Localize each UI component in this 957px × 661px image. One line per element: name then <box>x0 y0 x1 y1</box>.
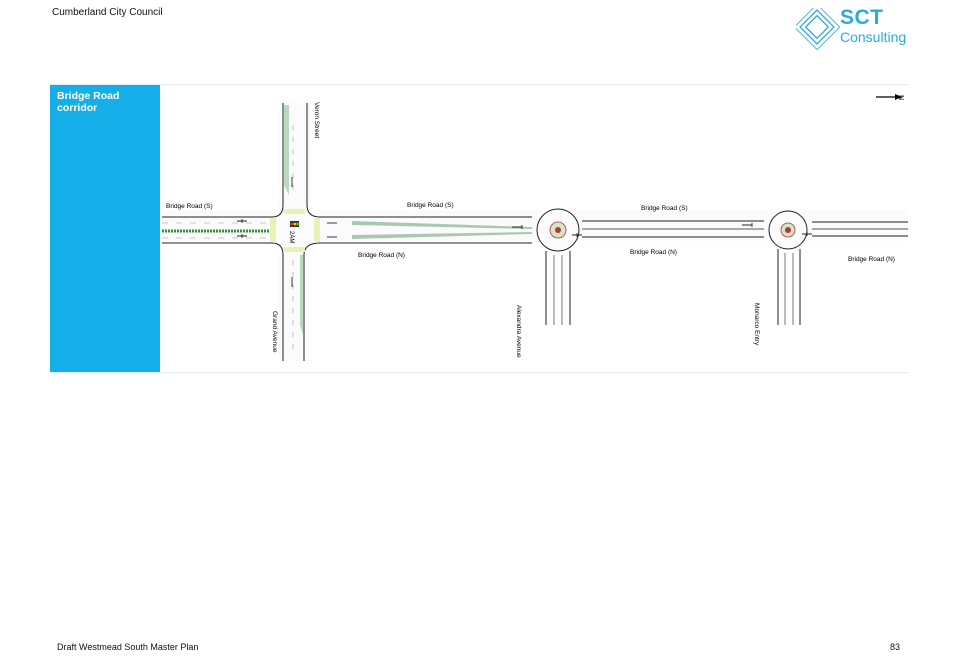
label-bridge-road-n-2: Bridge Road (N) <box>630 249 677 256</box>
logo-primary-text: SCT <box>840 6 884 29</box>
panel-sidebar: Bridge Road corridor <box>50 85 160 372</box>
label-bridge-road-n-3: Bridge Road (N) <box>848 256 895 263</box>
north-label: N <box>897 95 904 100</box>
label-bridge-road-s-1: Bridge Road (S) <box>166 203 213 210</box>
corridor-panel: Bridge Road corridor N <box>50 84 908 373</box>
label-alexandra-avenue: Alexandra Avenue <box>515 305 522 358</box>
sct-logo: SCT Consulting <box>793 3 916 51</box>
label-bridge-road-s-3: Bridge Road (S) <box>641 205 688 212</box>
header-organisation: Cumberland City Council <box>52 7 163 18</box>
panel-title: Bridge Road corridor <box>57 90 120 114</box>
intersection-mark: 2AM <box>288 231 294 243</box>
label-bridge-road-s-2: Bridge Road (S) <box>407 202 454 209</box>
north-arrow-icon <box>876 94 902 100</box>
logo-secondary-text: Consulting <box>840 29 907 45</box>
label-grand-avenue: Grand Avenue <box>271 311 278 353</box>
label-monarco-entry: Monarco Entry <box>753 303 760 346</box>
footer-page-number: 83 <box>890 642 901 652</box>
corridor-map: N 2AM <box>162 94 908 361</box>
diamond-logo-icon <box>793 3 841 51</box>
footer-document-title: Draft Westmead South Master Plan <box>57 642 199 652</box>
label-veron-street: Veron Street <box>313 102 320 138</box>
label-bridge-road-n-1: Bridge Road (N) <box>358 252 405 259</box>
